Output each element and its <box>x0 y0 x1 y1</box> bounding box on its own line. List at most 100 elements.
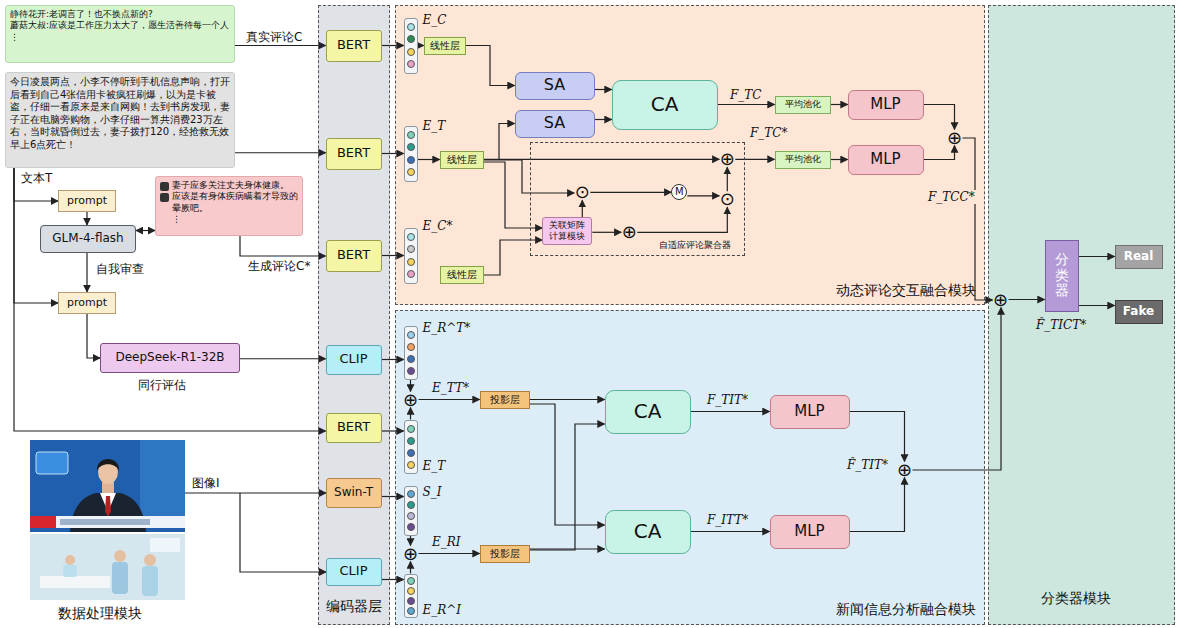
mlp-box: MLP <box>848 90 924 120</box>
operator-symbol: ⊕ <box>719 151 735 167</box>
edge-label: F_TC <box>728 88 764 102</box>
projection-layer: 投影层 <box>480 545 530 563</box>
connector <box>484 159 720 160</box>
encoder-box: CLIP <box>326 558 382 586</box>
news-text-box: 今日凌晨两点，小李不停听到手机信息声响，打开后看到自己4张信用卡被疯狂刷爆，以为… <box>5 72 235 168</box>
math-label: F̂_TICT* <box>1036 318 1086 332</box>
token-dot <box>407 168 415 176</box>
connector <box>718 104 775 105</box>
connector <box>735 159 774 160</box>
mlp-box: MLP <box>848 145 924 175</box>
comment-box: 静待花开:老调言了！也不换点新的?蘑菇大叔:应该是工作压力太大了，愿生活善待每一… <box>5 5 235 63</box>
label-holder: F_ITT* <box>705 513 750 527</box>
box-label: ⋮ <box>172 214 181 225</box>
box-label: 线性层 <box>430 40 460 52</box>
box-label: Real <box>1124 250 1154 264</box>
box-label: CA <box>651 93 679 116</box>
token-dot <box>407 587 415 595</box>
llm-box: GLM-4-flash <box>40 225 136 253</box>
embedding-column: E_R^T* <box>404 326 418 380</box>
connector <box>466 46 515 86</box>
connector <box>637 207 727 232</box>
label-holder: E_RI <box>430 535 463 549</box>
box-label: GLM-4-flash <box>52 232 123 246</box>
person-icon <box>160 193 169 202</box>
token-dot <box>407 156 415 164</box>
cross-attention-box: CA <box>612 80 718 130</box>
token-dot <box>407 577 415 585</box>
connector <box>14 168 326 431</box>
box-label: BERT <box>337 420 370 435</box>
box-label: prompt <box>67 297 107 310</box>
connector <box>14 168 58 201</box>
token-dot <box>407 607 415 615</box>
module-panel: 新闻信息分析融合模块E_R^T*⊕E_T投影层S_I⊕E_R^I投影层CACAM… <box>395 310 985 625</box>
connector <box>530 424 605 550</box>
box-label: 动态评论交互融合模块 <box>836 282 976 299</box>
edge-label: F_TIT* <box>705 393 750 407</box>
connector <box>86 253 87 292</box>
connector <box>410 408 411 420</box>
image-wire <box>185 492 326 493</box>
connector <box>136 230 155 231</box>
embedding-column: E_R^I <box>404 574 418 618</box>
token-dot <box>407 245 415 253</box>
box-label: ⊕ <box>720 150 735 168</box>
connector <box>530 399 605 400</box>
box-label: DeepSeek-R1-32B <box>115 351 224 365</box>
operator-symbol: ⊕ <box>621 224 637 240</box>
label-holder: F̂_TIT* <box>845 458 890 472</box>
operator-symbol: ⊕ <box>403 546 419 562</box>
label-holder: 自我审查 <box>94 262 146 276</box>
doctor-figure <box>114 550 126 562</box>
linear-layer: 线性层 <box>440 151 484 169</box>
box-label: 平均池化 <box>785 99 821 109</box>
token-dot <box>407 449 415 457</box>
box-label: 线性层 <box>447 269 477 281</box>
panel-fill <box>318 5 390 625</box>
connector <box>590 192 671 193</box>
encoder-box: Swin-T <box>326 478 382 508</box>
connector <box>87 314 100 358</box>
token-dot <box>407 48 415 56</box>
encoder-box: BERT <box>326 240 382 272</box>
correlation-box: 关联矩阵计算模块 <box>542 217 592 245</box>
llm-box: DeepSeek-R1-32B <box>100 343 240 373</box>
token-dot <box>407 143 415 151</box>
label-holder: E_T <box>423 119 446 133</box>
embedding-column: E_C <box>404 18 418 74</box>
label-holder: 图像I <box>192 476 220 490</box>
token-dot <box>407 490 415 498</box>
encoder-panel: 编码器层BERTBERTBERTCLIPBERTSwin-TCLIP <box>318 5 390 625</box>
box-label: 今日凌晨两点，小李不停听到手机信息声响，打开后看到自己4张信用卡被疯狂刷爆，以为… <box>10 76 230 151</box>
embedding-column: E_C* <box>404 228 418 284</box>
box-label: 投影层 <box>490 548 520 560</box>
token-dot <box>407 425 415 433</box>
token-dot <box>407 233 415 241</box>
doctor-figure <box>142 566 158 596</box>
connector <box>382 430 404 431</box>
edge-label: F_TCC* <box>926 190 977 204</box>
prompt-box: prompt <box>58 292 116 314</box>
prompt-box: prompt <box>58 190 116 212</box>
box-label: E_R^I <box>423 603 462 617</box>
label-holder: 编码器层 <box>319 598 388 615</box>
edge-label: E_TT* <box>430 381 471 395</box>
connector <box>419 399 480 400</box>
connector <box>831 104 848 105</box>
token-dot <box>407 131 415 139</box>
box-label: ⋮ <box>10 32 230 43</box>
box-label: 分类器模块 <box>1041 590 1111 607</box>
connector <box>1079 305 1115 306</box>
news-banner <box>60 519 150 525</box>
box-label: 关联矩阵计算模块 <box>546 220 588 243</box>
linear-layer: 线性层 <box>440 266 484 284</box>
connector <box>382 359 404 360</box>
box-label: 自适应评论聚合器 <box>659 240 731 251</box>
box-label: E_T <box>423 459 446 473</box>
box-label: E_C* <box>423 219 453 233</box>
label-holder: E_C* <box>423 219 453 233</box>
token-dot <box>407 437 415 445</box>
token-dot <box>407 597 415 605</box>
cross-attention-box: CA <box>605 510 691 554</box>
